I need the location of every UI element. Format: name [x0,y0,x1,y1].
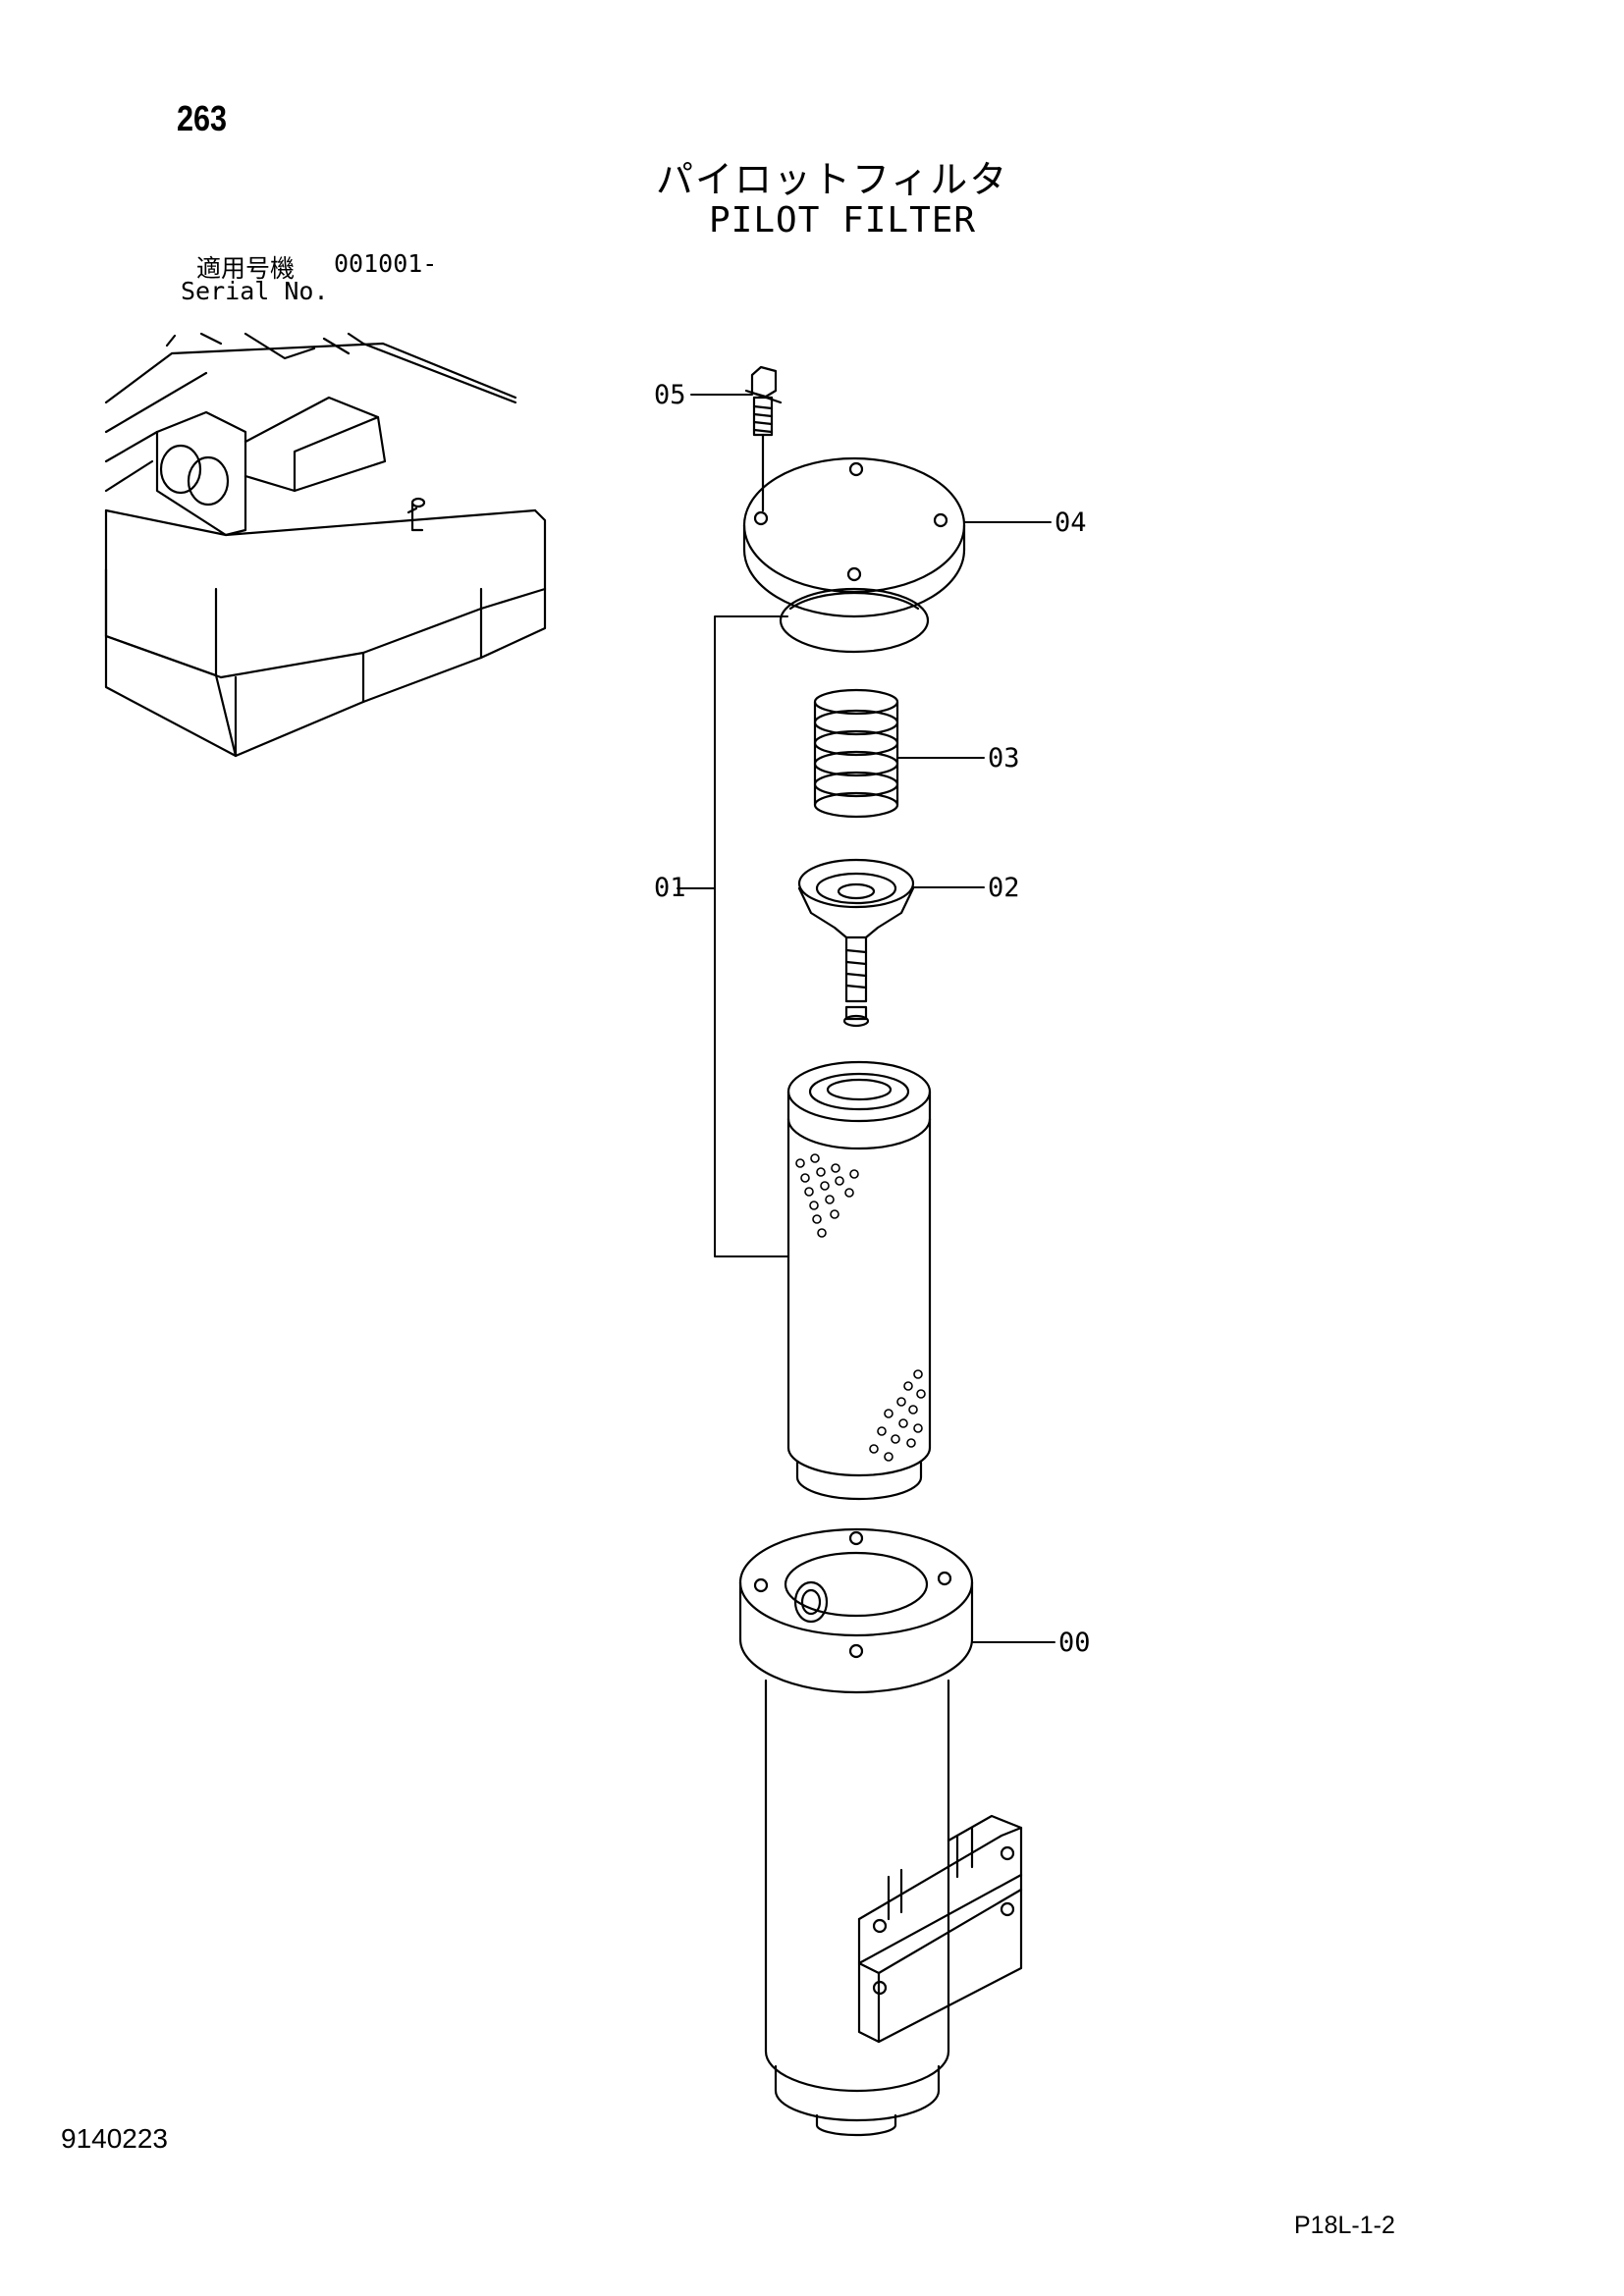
part-03-spring [813,688,899,819]
serial-label-english: Serial No. [181,277,329,305]
document-number: 9140223 [61,2123,169,2154]
filter-element [786,1060,932,1501]
machine-location-view [104,332,547,758]
page-number: 263 [177,98,228,138]
title-japanese: パイロットフィルタ [656,158,1009,201]
serial-label-japanese: 適用号機 [196,254,296,283]
leader-lines [677,394,1056,1643]
serial-number-value: 001001- [334,249,438,278]
part-02-valve [797,858,915,1028]
callout-labels: 05 04 03 01 02 00 [654,380,1091,1658]
title-english: PILOT FILTER [709,200,977,240]
callout-01: 01 [654,873,686,903]
part-00-filter-case [738,1527,1023,2137]
o-ring [779,587,930,654]
callout-02: 02 [988,873,1020,903]
leader-01-bracket [677,615,789,1257]
part-05-bolt [744,365,783,512]
sheet-reference: P18L-1-2 [1294,2212,1395,2239]
callout-05: 05 [654,380,686,410]
callout-04: 04 [1055,507,1087,538]
callout-03: 03 [988,743,1020,774]
callout-00: 00 [1058,1628,1091,1658]
